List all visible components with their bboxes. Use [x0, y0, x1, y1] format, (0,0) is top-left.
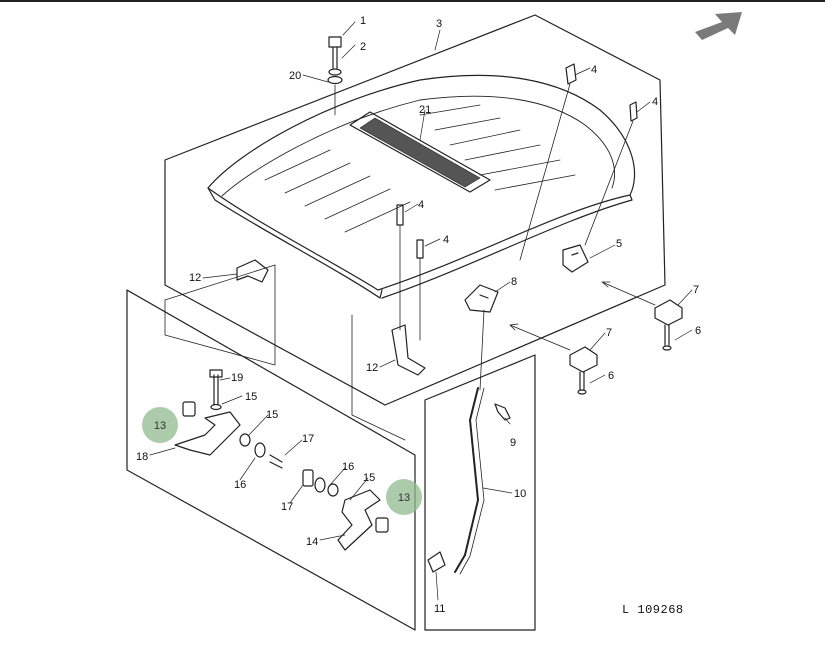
arrow-up-right-icon	[695, 12, 742, 40]
rod-panel-outline	[424, 354, 536, 631]
callout-12-center: 12	[366, 362, 378, 374]
callout-3: 3	[436, 18, 442, 30]
callout-6-b: 6	[608, 370, 614, 382]
callout-15-a: 15	[245, 391, 257, 403]
callout-10: 10	[514, 488, 526, 500]
callout-7-a: 7	[693, 284, 699, 296]
highlight-13-right[interactable]	[386, 479, 422, 515]
callout-16-a: 16	[234, 479, 246, 491]
latch-assembly-right	[302, 469, 389, 551]
callout-15-c: 15	[363, 472, 375, 484]
callout-16-b: 16	[342, 461, 354, 473]
bracket-8-rod-link	[479, 309, 485, 391]
callout-17-b: 17	[281, 501, 293, 513]
highlight-callouts: 13 13	[142, 407, 422, 515]
left-bracket-box	[164, 264, 276, 366]
callout-13-left: 13	[154, 420, 166, 432]
latch-assembly-left	[174, 369, 283, 469]
hood-panel-outline	[164, 14, 666, 406]
stud-4-c	[396, 204, 404, 331]
bracket-12-center	[391, 324, 426, 376]
stud-4-a	[519, 63, 577, 261]
grommet-11	[427, 551, 446, 573]
callout-21: 21	[419, 104, 431, 116]
bracket-5	[562, 244, 589, 273]
callout-5: 5	[616, 238, 622, 250]
callout-labels: 1 2 3 4 4 4 4 5 6 6 7 7 8 9 10 11 12 12 …	[136, 15, 701, 615]
bracket-8	[464, 284, 499, 313]
stud-4-b	[584, 101, 638, 246]
callout-9: 9	[510, 437, 516, 449]
block-7-a	[654, 299, 683, 351]
callout-17-a: 17	[302, 433, 314, 445]
leader-lines	[149, 21, 693, 601]
rod-10-outline	[459, 387, 485, 575]
callout-18: 18	[136, 451, 148, 463]
center-bracket-box	[351, 314, 406, 441]
top-border	[0, 0, 825, 2]
callout-1: 1	[360, 15, 366, 27]
callout-14: 14	[306, 536, 318, 548]
callout-4-d: 4	[443, 234, 449, 246]
screw-9	[494, 403, 511, 421]
rod-10	[454, 387, 479, 573]
callout-8: 8	[511, 276, 517, 288]
callout-13-right: 13	[398, 492, 410, 504]
callout-19: 19	[231, 372, 243, 384]
callout-4-b: 4	[652, 96, 658, 108]
hood-cover	[207, 74, 636, 299]
callout-20: 20	[289, 70, 301, 82]
side-panel-outline	[126, 289, 416, 631]
callout-6-a: 6	[695, 325, 701, 337]
reference-code: L 109268	[622, 603, 684, 617]
stud-4-d	[416, 239, 424, 341]
callout-12-left: 12	[189, 272, 201, 284]
assembly-arrow-2	[509, 323, 571, 351]
callout-4-a: 4	[591, 64, 597, 76]
assembly-arrow-1	[601, 281, 656, 306]
callout-4-c: 4	[418, 199, 424, 211]
block-7-b	[569, 346, 598, 395]
callout-15-b: 15	[266, 409, 278, 421]
bracket-12-left	[236, 259, 269, 283]
bolt-1	[327, 36, 343, 116]
callout-2: 2	[360, 41, 366, 53]
callout-7-b: 7	[606, 327, 612, 339]
callout-11: 11	[434, 603, 445, 615]
highlight-13-left[interactable]	[142, 407, 178, 443]
hood-strip	[349, 111, 491, 193]
